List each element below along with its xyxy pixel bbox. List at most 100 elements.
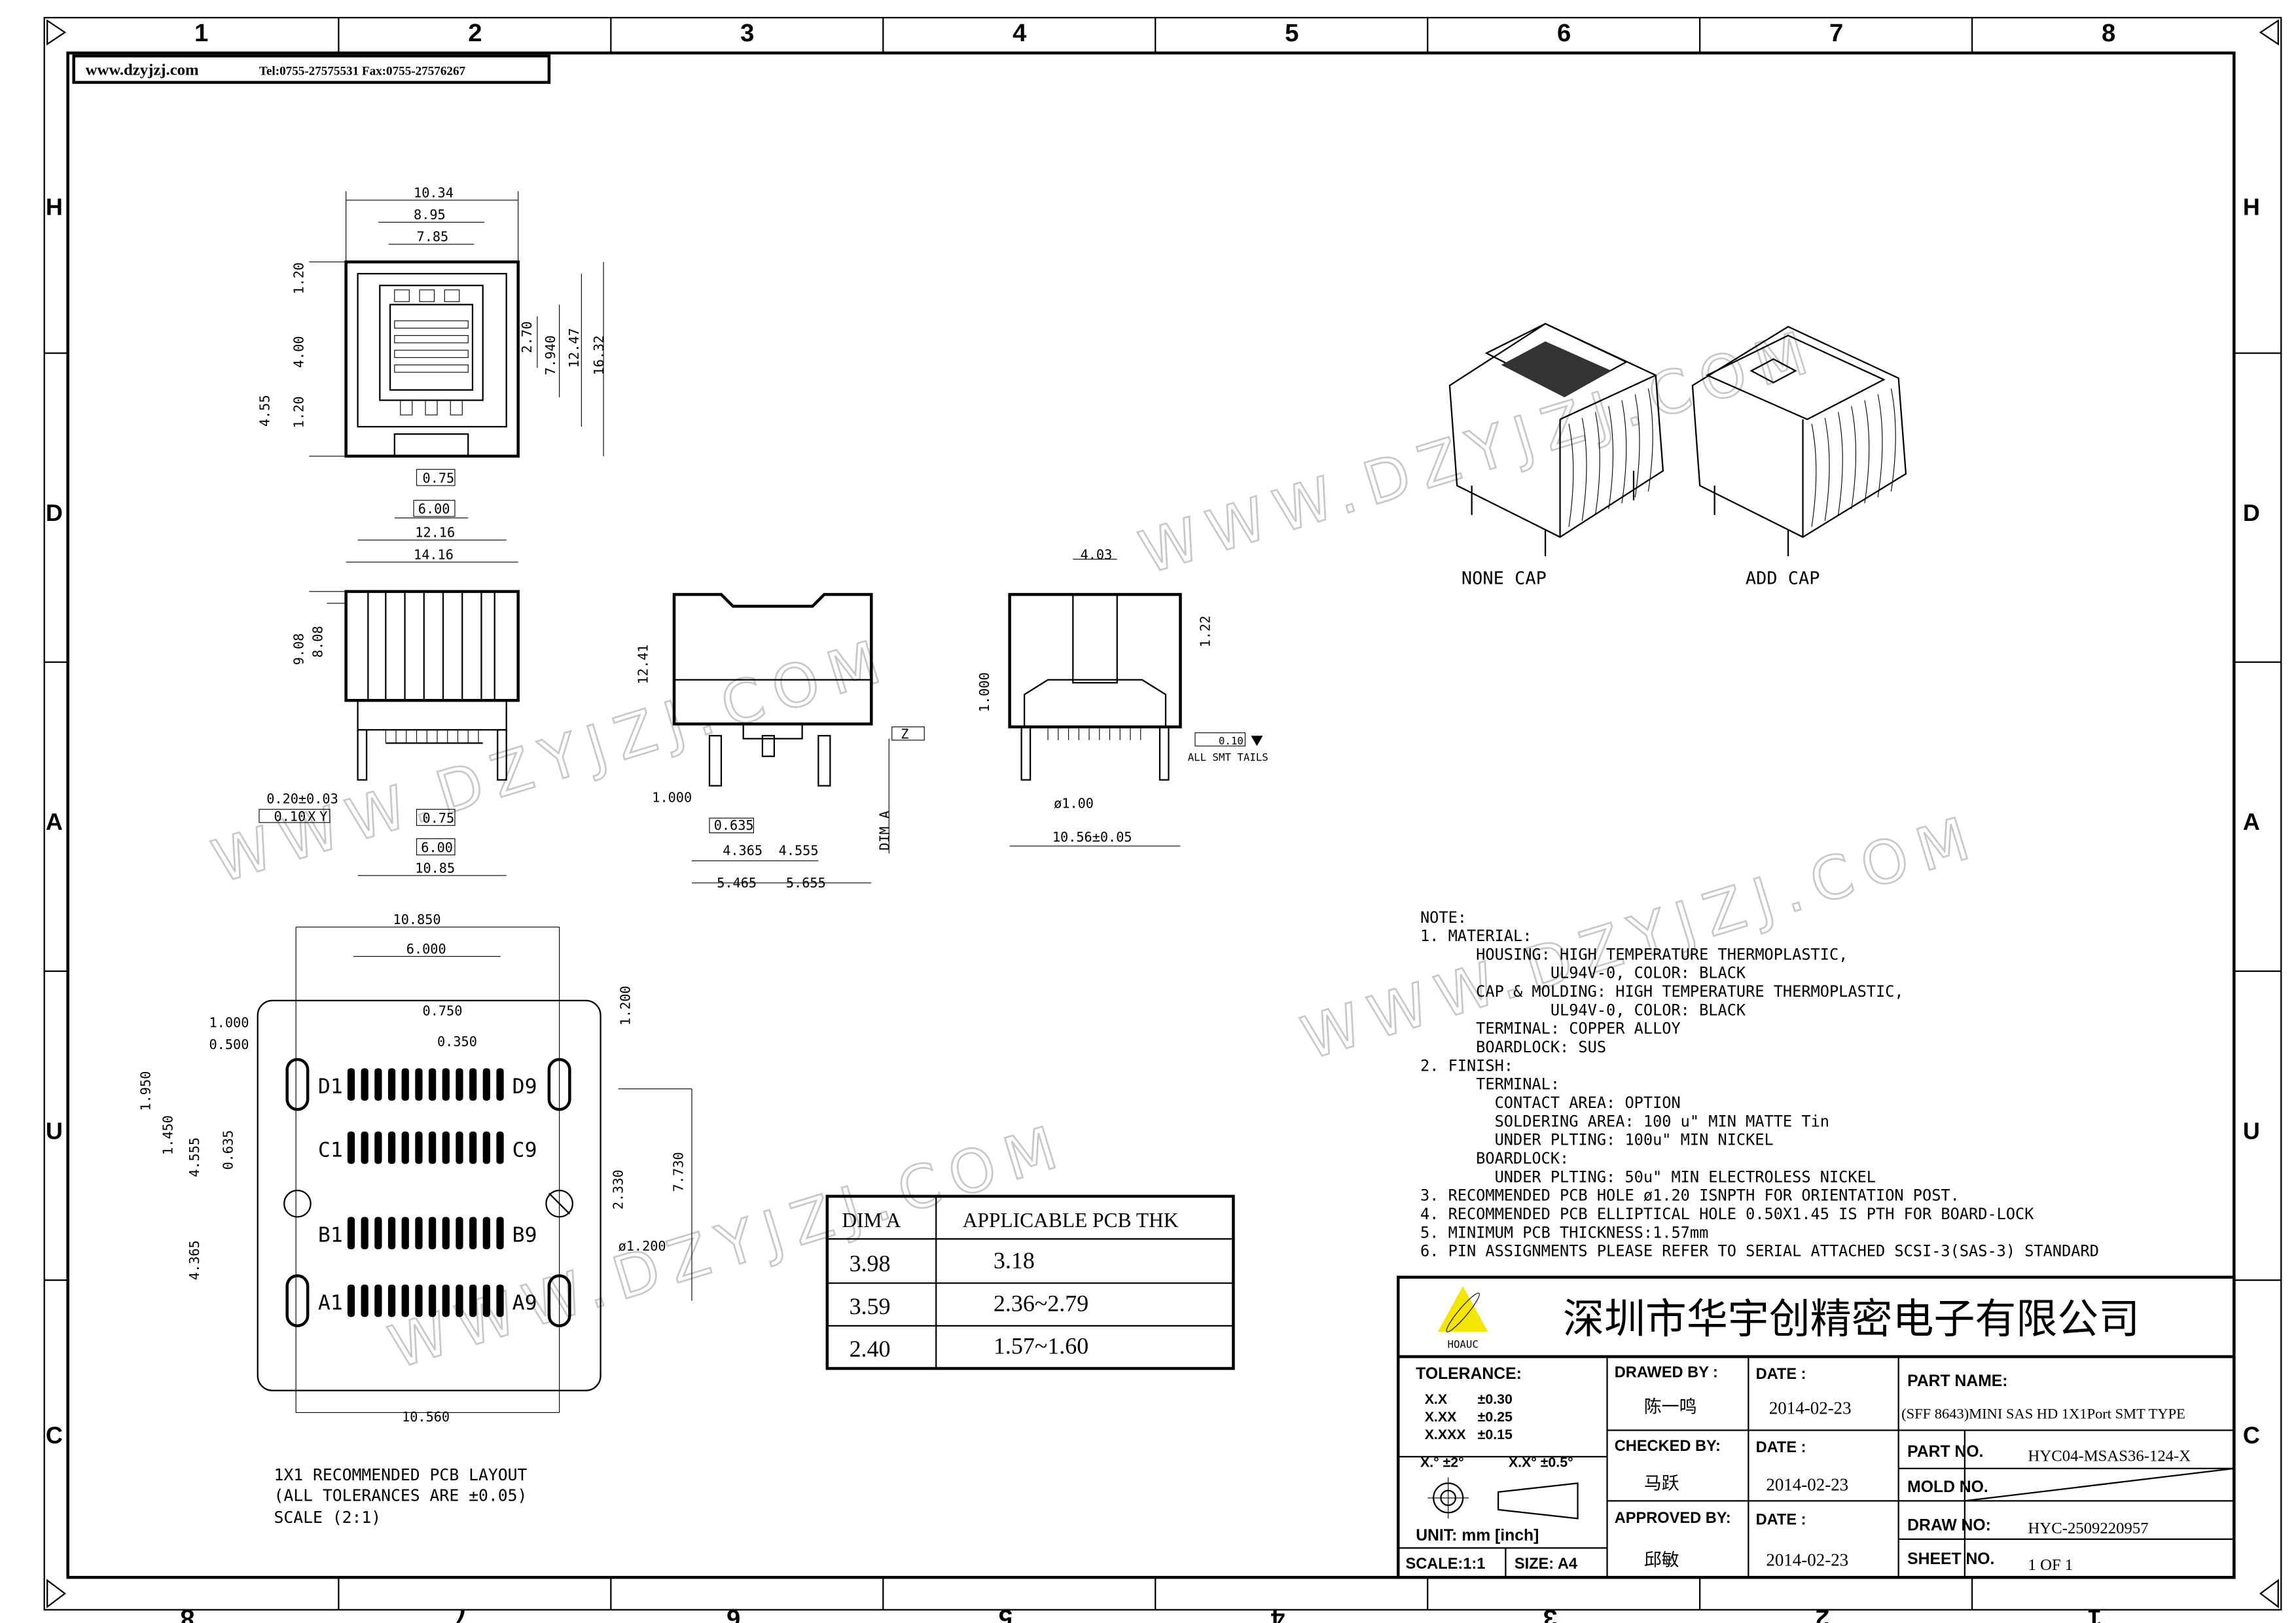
watermark: WWW.DZYJZJ.COM bbox=[1132, 317, 1826, 588]
dimension-label: 4.365 bbox=[187, 1240, 202, 1280]
website-text: www.dzyjzj.com bbox=[86, 62, 199, 79]
outer-frame bbox=[43, 16, 2282, 1611]
dimension-label: 1.000 bbox=[652, 789, 692, 805]
note-line: 2. FINISH: bbox=[1420, 1056, 1513, 1075]
pcb-layout-view bbox=[257, 926, 692, 1414]
angle-tolerance: X.X° ±0.5° bbox=[1509, 1455, 1573, 1471]
dimension-label: 0.350 bbox=[437, 1034, 477, 1050]
note-line: 3. RECOMMENDED PCB HOLE ø1.20 ISNPTH FOR… bbox=[1420, 1186, 1960, 1205]
pin-label: D1 bbox=[318, 1075, 343, 1099]
header-box bbox=[72, 54, 551, 84]
dimension-label: 0.10 bbox=[274, 809, 306, 825]
pin-label: C9 bbox=[512, 1138, 537, 1162]
dimension-label: 7.940 bbox=[543, 335, 558, 375]
pcb-caption-line: (ALL TOLERANCES ARE ±0.05) bbox=[274, 1486, 527, 1505]
scale-label: SCALE:1:1 bbox=[1405, 1556, 1485, 1573]
grid-row-label: U bbox=[2243, 1117, 2260, 1144]
table-cell: 3.59 bbox=[850, 1293, 891, 1319]
grid-row-label: C bbox=[2243, 1422, 2260, 1449]
grid-row-label: H bbox=[46, 193, 63, 220]
dimension-label: ø1.00 bbox=[1054, 795, 1094, 811]
drawn-date: 2014-02-23 bbox=[1769, 1399, 1852, 1418]
note-line: UNDER PLTING: 100u" MIN NICKEL bbox=[1420, 1131, 1774, 1149]
dimension-label: 6.00 bbox=[421, 840, 453, 855]
dimension-label: 1.950 bbox=[138, 1071, 154, 1111]
dimension-label: 10.34 bbox=[414, 185, 454, 200]
approved-date: 2014-02-23 bbox=[1766, 1550, 1848, 1569]
dimension-label: 1.450 bbox=[160, 1115, 175, 1155]
note-line: UL94V-0, COLOR: BLACK bbox=[1420, 1001, 1746, 1019]
draw-no-value: HYC-2509220957 bbox=[2028, 1520, 2149, 1537]
grid-column-label: 1 bbox=[194, 19, 208, 47]
grid-column-label: 7 bbox=[454, 1604, 468, 1623]
orientation-mark bbox=[2259, 19, 2279, 46]
dimension-label: 1.22 bbox=[1197, 616, 1213, 648]
dimension-label: 12.41 bbox=[636, 645, 651, 685]
sheet-no-value: 1 OF 1 bbox=[2028, 1556, 2073, 1574]
dimension-label: 1.200 bbox=[618, 986, 634, 1026]
note-line: 6. PIN ASSIGNMENTS PLEASE REFER TO SERIA… bbox=[1420, 1242, 2099, 1260]
grid-column-label: 2 bbox=[1816, 1604, 1829, 1623]
dimension-label: ALL SMT TAILS bbox=[1188, 751, 1268, 763]
grid-row-label: A bbox=[46, 808, 63, 835]
dimension-label: 7.85 bbox=[417, 229, 449, 245]
pin-label: B1 bbox=[318, 1224, 343, 1247]
dimension-label: 1.000 bbox=[977, 672, 992, 712]
dimension-label: 10.560 bbox=[402, 1409, 450, 1425]
rear-view bbox=[1008, 558, 1263, 847]
tolerance-format: X.XXX bbox=[1425, 1427, 1467, 1442]
grid-column-label: 6 bbox=[1557, 19, 1571, 47]
table-cell: 3.98 bbox=[850, 1251, 891, 1277]
dimension-label: 4.555 bbox=[779, 842, 819, 858]
grid-column-label: 6 bbox=[726, 1604, 740, 1623]
part-name-value: (SFF 8643)MINI SAS HD 1X1Port SMT TYPE bbox=[1901, 1405, 2185, 1421]
dimension-label: 10.850 bbox=[393, 912, 441, 927]
front-view bbox=[259, 590, 520, 876]
grid-ticks bbox=[44, 17, 2282, 1610]
dimension-label: 1.000 bbox=[209, 1014, 249, 1030]
dimension-label: 4.55 bbox=[257, 395, 273, 427]
pin-label: A1 bbox=[318, 1291, 343, 1315]
sheet-no-label: SHEET NO. bbox=[1907, 1550, 1994, 1568]
pin-label: D9 bbox=[512, 1075, 537, 1099]
pin-label: B9 bbox=[512, 1224, 537, 1247]
side-view bbox=[672, 593, 925, 883]
tolerance-value: ±0.30 bbox=[1478, 1391, 1513, 1407]
tolerance-format: X.XX bbox=[1425, 1409, 1457, 1425]
checked-date: 2014-02-23 bbox=[1766, 1475, 1848, 1495]
dimension-label: 0.635 bbox=[220, 1130, 236, 1170]
dimension-label: 8.08 bbox=[310, 626, 326, 658]
company-name: 深圳市华宇创精密电子有限公司 bbox=[1563, 1296, 2140, 1342]
logo-triangle bbox=[1437, 1286, 1488, 1332]
date-label: DATE : bbox=[1756, 1511, 1806, 1528]
angle-tolerance: X.° ±2° bbox=[1420, 1455, 1464, 1471]
note-line: 5. MINIMUM PCB THICKNESS:1.57mm bbox=[1420, 1223, 1708, 1241]
table-cell: 2.36~2.79 bbox=[994, 1290, 1088, 1316]
dimension-label: 6.00 bbox=[418, 501, 450, 517]
table-cell: 3.18 bbox=[994, 1247, 1035, 1274]
note-line: 1. MATERIAL: bbox=[1420, 927, 1532, 945]
none-cap-3d-view bbox=[1448, 323, 1664, 556]
checked-by-value: 马跃 bbox=[1644, 1473, 1679, 1493]
dimension-label: 0.635 bbox=[714, 817, 754, 833]
dimension-label: 12.16 bbox=[415, 525, 455, 541]
dimension-label: 14.16 bbox=[414, 546, 454, 562]
dimension-label: 0.750 bbox=[423, 1003, 463, 1018]
tolerance-format: X.X bbox=[1425, 1391, 1448, 1407]
date-label: DATE : bbox=[1756, 1366, 1806, 1383]
dimension-label: 4.03 bbox=[1081, 546, 1113, 562]
dimension-label: 0.500 bbox=[209, 1037, 249, 1052]
dimension-label: 0.75 bbox=[423, 810, 455, 826]
dimension-label: Z bbox=[901, 726, 908, 742]
note-line: CONTACT AREA: OPTION bbox=[1420, 1094, 1681, 1112]
mold-no-label: MOLD NO. bbox=[1907, 1478, 1988, 1496]
dimension-label: ø1.200 bbox=[619, 1238, 666, 1254]
note-line: 4. RECOMMENDED PCB ELLIPTICAL HOLE 0.50X… bbox=[1420, 1205, 2034, 1223]
approved-by-label: APPROVED BY: bbox=[1615, 1510, 1731, 1527]
grid-column-label: 8 bbox=[181, 1604, 194, 1623]
dimension-label: 4.555 bbox=[187, 1137, 202, 1177]
dimension-label: 0.20±0.03 bbox=[266, 791, 338, 807]
tolerance-value: ±0.25 bbox=[1478, 1409, 1513, 1425]
